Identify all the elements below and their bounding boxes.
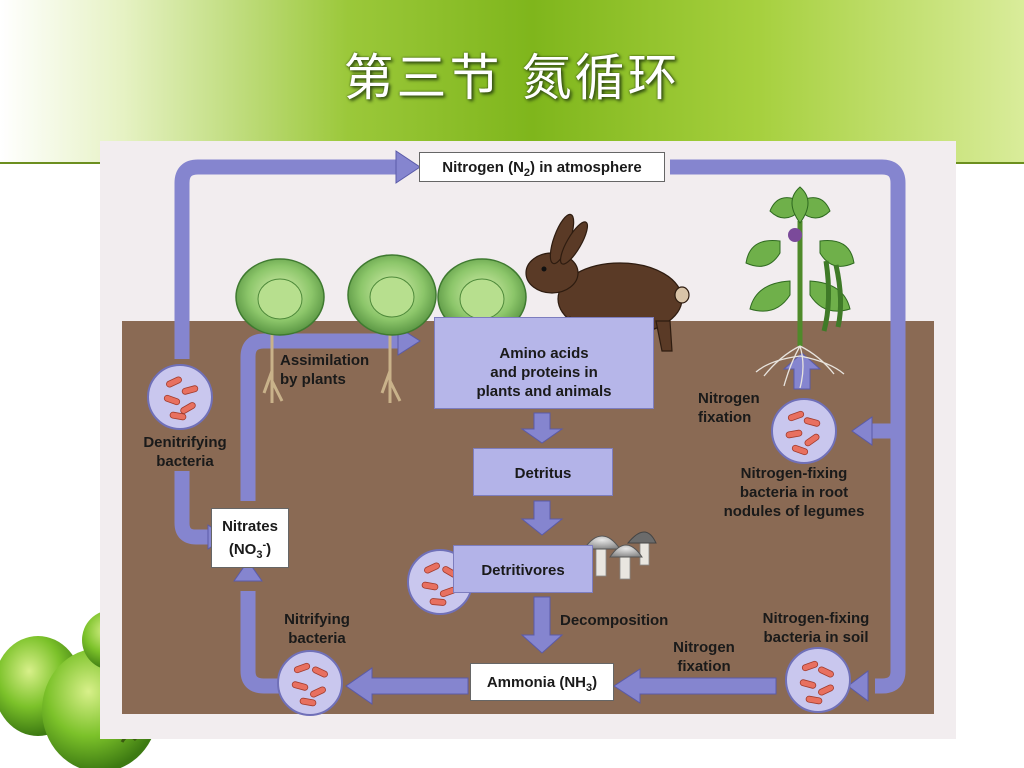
arrowhead-soil-bacteria [847, 670, 869, 702]
soil-bacteria-label: Nitrogen-fixing bacteria in soil [762, 610, 870, 646]
arrow-ammonia-to-nitrifying [345, 667, 469, 705]
arrowhead-nitrates [233, 560, 263, 582]
ammonia-label: Ammonia (NH [486, 674, 587, 691]
arrow-root-nodules-to-plant [782, 352, 822, 390]
atmosphere-subscript: 2 [523, 167, 531, 179]
root-nodule-bacteria-label: Nitrogen-fixing bacteria in root nodules… [723, 465, 865, 520]
nitrates-formula: (NO [228, 541, 257, 558]
nitrates-label: Nitrates [222, 518, 278, 535]
arrow-nitrates-to-denitrifying [174, 471, 210, 545]
atmosphere-label: Nitrogen (N [442, 159, 524, 176]
soil-bacteria-circle [785, 647, 851, 713]
nitrates-box: Nitrates (NO3-) [211, 508, 289, 568]
ammonia-subscript: 3 [586, 682, 593, 694]
arrow-amino-to-detritus [520, 412, 564, 444]
denitrifying-bacteria-label: Denitrifying bacteria [143, 434, 227, 470]
arrow-detritus-to-detritivores [520, 500, 564, 536]
detritivores-label: Detritivores [481, 562, 565, 579]
cabbage-plants-illustration [235, 254, 527, 403]
nitrifying-bacteria-label: Nitrifying bacteria [284, 611, 350, 647]
arrow-denitrifying-to-atmosphere [174, 159, 398, 359]
slide-header-banner [0, 0, 1024, 162]
ammonia-box: Ammonia (NH3) [470, 663, 614, 701]
denitrifying-bacteria-circle [147, 364, 213, 430]
root-nodule-bacteria-circle [771, 398, 837, 464]
legume-plant-illustration [745, 186, 855, 389]
amino-line-2: and proteins in [490, 364, 598, 381]
detritus-label: Detritus [514, 465, 572, 482]
amino-line-3: plants and animals [476, 383, 612, 400]
detritivores-box: Detritivores [453, 545, 593, 593]
atmosphere-label-tail: ) in atmosphere [530, 159, 642, 176]
nitrates-superscript: - [262, 539, 267, 551]
nitrogen-cycle-diagram: Nitrogen (N2) in atmosphere Amino acids … [100, 141, 956, 739]
detritus-box: Detritus [473, 448, 613, 496]
nitrates-subscript: 3 [256, 549, 263, 561]
arrow-assimilation-by-plants [240, 333, 400, 501]
assimilation-label: Assimilation by plants [280, 352, 370, 388]
nitrifying-bacteria-circle [277, 650, 343, 716]
nitrogen-fixation-label-bottom: Nitrogen fixation [673, 639, 735, 675]
amino-line-1: Amino acids [499, 345, 589, 362]
amino-acids-box: Amino acids and proteins in plants and a… [434, 317, 654, 409]
arrowhead-atmosphere [395, 150, 421, 184]
arrowhead-root-nodules [851, 416, 873, 446]
mushrooms-illustration [583, 531, 657, 580]
slide-title: 第三节 氮循环 [343, 49, 681, 107]
arrow-nitrogen-fixation-to-ammonia [613, 668, 777, 704]
arrow-nitrifying-to-nitrates [240, 591, 280, 694]
arrow-decomposition [520, 596, 564, 654]
nitrogen-fixation-label-top: Nitrogen fixation [698, 390, 760, 426]
ammonia-label-tail: ) [592, 674, 598, 691]
decomposition-label: Decomposition [560, 612, 669, 629]
nitrates-formula-tail: ) [266, 541, 272, 558]
atmosphere-box: Nitrogen (N2) in atmosphere [419, 152, 665, 182]
